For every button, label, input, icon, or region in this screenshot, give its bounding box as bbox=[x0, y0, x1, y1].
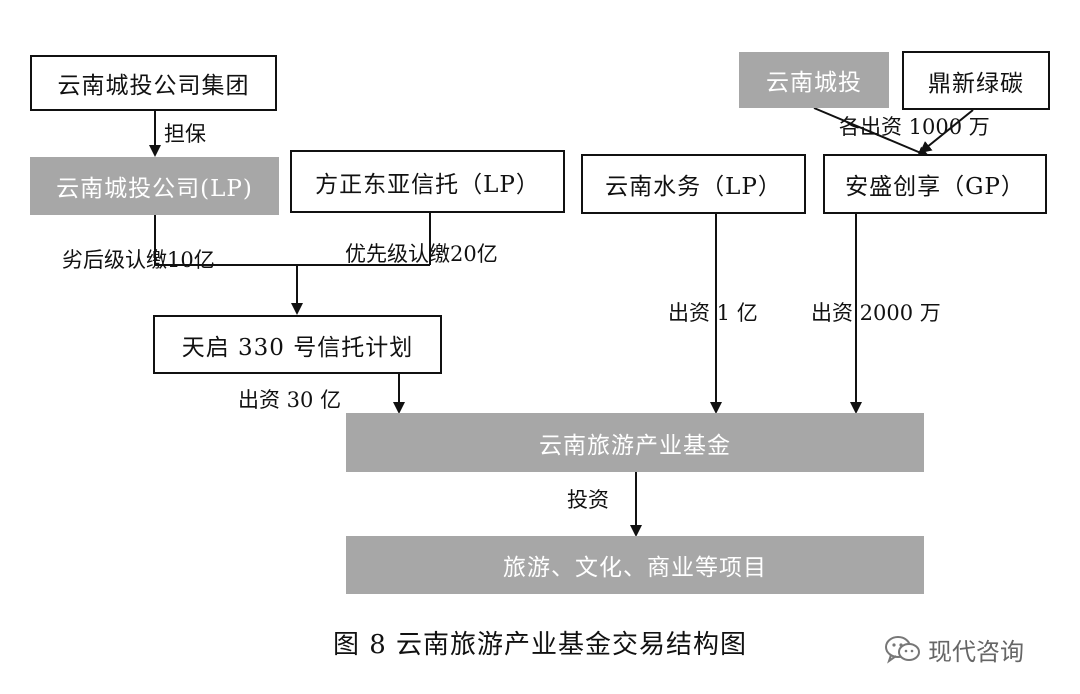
label-contribute-2000wan: 出资 2000 万 bbox=[811, 301, 941, 325]
node-yunnan-tourism-fund: 云南旅游产业基金 bbox=[346, 413, 924, 472]
node-yunnan-city-invest-group: 云南城投公司集团 bbox=[30, 55, 277, 111]
node-yunnan-city-invest-top: 云南城投 bbox=[739, 52, 889, 108]
city-invest-to-gp-line bbox=[813, 107, 930, 158]
figure-caption: 图 8 云南旅游产业基金交易结构图 bbox=[332, 630, 748, 660]
node-ansheng-chuangxiang: 安盛创享（GP） bbox=[823, 154, 1047, 214]
label-guarantee: 担保 bbox=[164, 122, 206, 146]
label-each-contribute: 各出资 1000 万 bbox=[839, 115, 990, 139]
node-projects: 旅游、文化、商业等项目 bbox=[346, 536, 924, 594]
node-tianqi-trust-plan: 天启 330 号信托计划 bbox=[153, 315, 442, 374]
label-subordinate: 劣后级认缴10亿 bbox=[62, 248, 215, 272]
watermark: 现代咨询 bbox=[884, 632, 1024, 667]
wechat-icon bbox=[885, 635, 920, 664]
dingxin-to-gp-line bbox=[919, 109, 974, 154]
label-invest: 投资 bbox=[567, 488, 609, 512]
label-contribute-30yi: 出资 30 亿 bbox=[238, 388, 342, 412]
node-dingxin-green-carbon: 鼎新绿碳 bbox=[902, 51, 1050, 110]
label-priority: 优先级认缴20亿 bbox=[345, 242, 498, 266]
node-yunnan-water: 云南水务（LP） bbox=[581, 154, 806, 214]
label-contribute-1yi: 出资 1 亿 bbox=[668, 301, 758, 325]
node-yunnan-city-invest-lp: 云南城投公司(LP) bbox=[30, 157, 279, 215]
node-founder-east-asia-trust: 方正东亚信托（LP） bbox=[290, 150, 565, 213]
watermark-text: 现代咨询 bbox=[928, 638, 1024, 666]
